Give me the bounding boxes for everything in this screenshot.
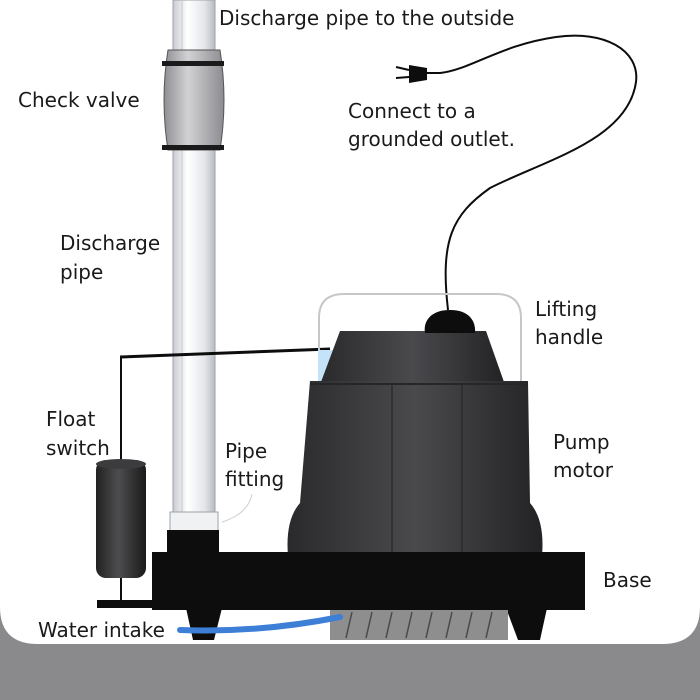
water-intake-arrow [177,614,343,634]
motor-cap [321,331,504,382]
label-float-switch-line1: Float [46,407,96,431]
label-water-intake: Water intake [38,618,165,642]
label-discharge-outside: Discharge pipe to the outside [219,6,515,30]
power-plug [395,65,427,83]
intake-screen [330,610,508,640]
label-lifting-handle-line1: Lifting [535,297,598,321]
label-discharge-pipe-line2: pipe [60,260,104,284]
label-pipe-fitting-line1: Pipe [225,439,268,463]
label-pump-motor-line1: Pump [553,430,610,454]
power-cord [426,34,638,311]
float-switch [96,459,146,578]
label-discharge-pipe-line1: Discharge [60,231,161,255]
sump-pit-floor [0,607,700,700]
label-float-switch-line2: switch [46,436,110,460]
label-connect-outlet-line2: grounded outlet. [348,127,515,151]
label-connect-outlet-line1: Connect to a [348,99,476,123]
label-check-valve: Check valve [18,88,140,112]
float-arm [119,347,331,359]
label-lifting-handle-line2: handle [535,325,604,349]
pipe-fitting-leader [221,493,253,523]
check-valve [162,49,225,151]
lifting-handle [318,293,522,382]
label-pump-motor-line2: motor [553,458,614,482]
label-base: Base [603,568,652,592]
label-pipe-fitting-line2: fitting [225,467,285,491]
pump-motor [287,381,543,556]
